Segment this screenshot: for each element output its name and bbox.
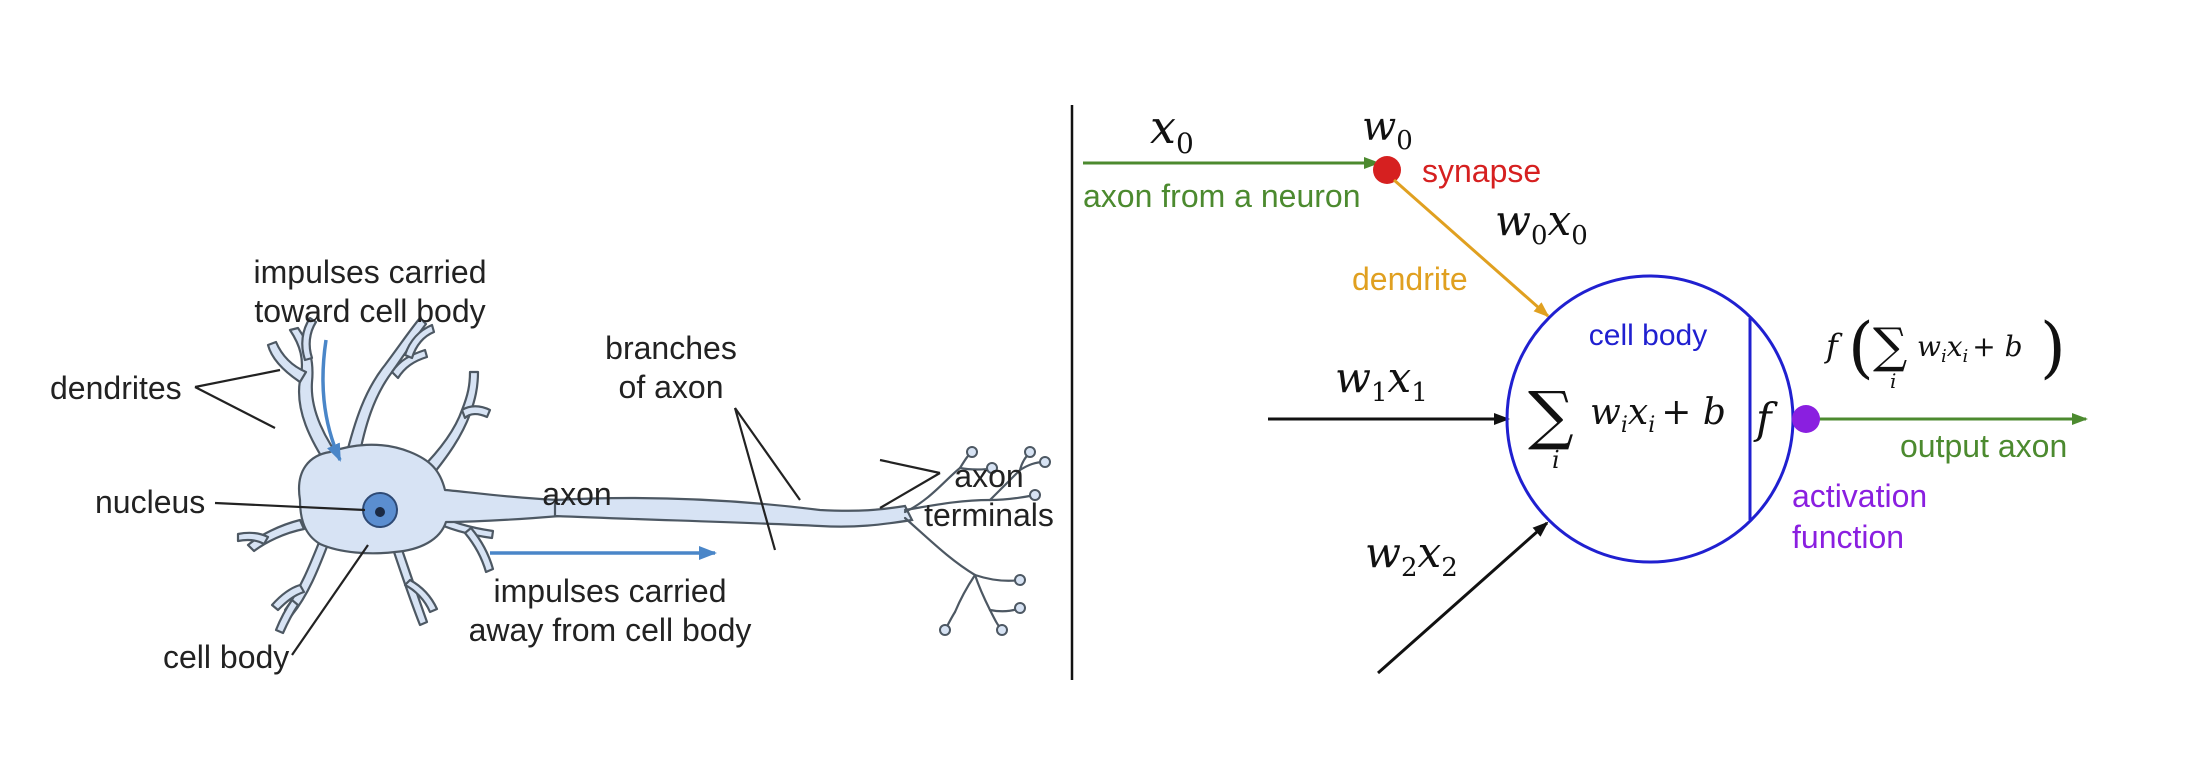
sum-index: i <box>1552 446 1560 474</box>
label-dendrite: dendrite <box>1352 261 1468 297</box>
dendrite-branch <box>403 578 439 614</box>
output-sum-index: i <box>1890 369 1896 393</box>
callout-lines <box>194 368 941 656</box>
f-symbol: f <box>1753 394 1778 443</box>
neuron-illustration <box>236 316 562 635</box>
label-branches-line2: of axon <box>619 369 724 405</box>
output-sum-body: wixi+ b <box>1917 330 2023 367</box>
dendrite-branch <box>463 526 495 574</box>
label-branches-line1: branches <box>605 330 737 366</box>
dendrite-branch <box>460 405 492 420</box>
label-dendrites: dendrites <box>50 370 182 406</box>
label-impulses-away-line1: impulses carried <box>494 573 727 609</box>
label-x0: x0 <box>1150 100 1194 160</box>
label-axon-from-neuron: axon from a neuron <box>1083 178 1361 214</box>
dendrite-branch <box>288 326 347 472</box>
biological-neuron-panel: impulses carried toward cell body dendri… <box>50 254 1054 675</box>
nucleus-inner <box>375 507 385 517</box>
label-nucleus: nucleus <box>95 484 205 520</box>
label-synapse: synapse <box>1422 153 1541 189</box>
dendrite-line <box>1393 178 1550 318</box>
output-f: f <box>1824 327 1843 365</box>
label-impulses-toward-line2: toward cell body <box>254 293 485 329</box>
label-cell-body-model: cell body <box>1589 319 1707 352</box>
dendrite-branch <box>343 316 428 464</box>
label-w0x0: w0x0 <box>1495 196 1588 251</box>
label-cell-body: cell body <box>163 639 289 675</box>
output-paren-open: ( <box>1848 309 1874 386</box>
label-impulses-toward-line1: impulses carried <box>254 254 487 290</box>
dendrite-branch <box>236 531 270 546</box>
label-axon-terminals-line1: axon <box>954 458 1023 494</box>
label-output-axon: output axon <box>1900 428 2067 464</box>
label-w1x1: w1x1 <box>1335 353 1428 408</box>
output-sum-symbol: ∑ <box>1873 318 1907 374</box>
dendrite-branch <box>390 348 429 380</box>
output-paren-close: ) <box>2040 309 2066 386</box>
activation-dot <box>1792 405 1820 433</box>
impulse-toward-arrow <box>321 339 342 462</box>
label-axon: axon <box>542 476 611 512</box>
dendrite-branch <box>403 323 436 360</box>
sum-symbol: ∑ <box>1528 379 1574 453</box>
dendrite-branch <box>301 316 318 362</box>
mathematical-model-panel: x0 w0 synapse axon from a neuron w0x0 de… <box>1083 100 2088 675</box>
label-activation-line1: activation <box>1792 478 1927 514</box>
dendrite-branch <box>266 340 308 384</box>
label-w2x2: w2x2 <box>1365 528 1458 583</box>
label-activation-line2: function <box>1792 519 1904 555</box>
synapse-dot <box>1373 156 1401 184</box>
label-axon-terminals-line2: terminals <box>924 497 1054 533</box>
sum-body: wixi+ b <box>1590 392 1726 438</box>
label-w0: w0 <box>1362 104 1413 156</box>
dendrite-branch <box>274 598 300 635</box>
axon-shape <box>553 496 914 528</box>
label-impulses-away-line2: away from cell body <box>469 612 752 648</box>
dendrite-branch <box>270 583 306 612</box>
axon-terminal-buttons <box>939 446 1051 636</box>
input-w2x2-line <box>1377 521 1549 675</box>
